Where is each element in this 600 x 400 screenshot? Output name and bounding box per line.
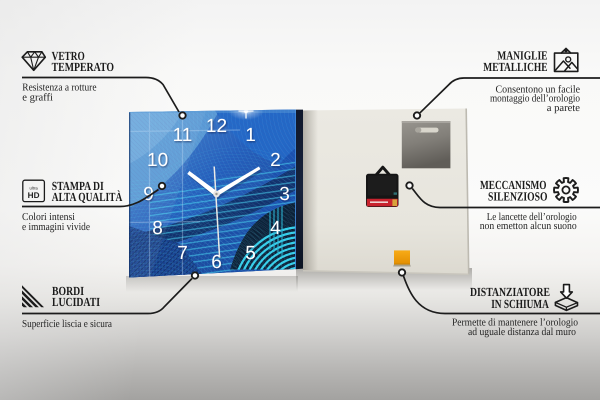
svg-text:VETRO: VETRO	[52, 49, 85, 63]
svg-text:STAMPA DI: STAMPA DI	[52, 179, 104, 193]
svg-text:Colori intensi: Colori intensi	[22, 212, 75, 223]
svg-text:DISTANZIATORE: DISTANZIATORE	[470, 285, 550, 299]
svg-text:TEMPERATO: TEMPERATO	[52, 60, 115, 74]
svg-text:3: 3	[279, 184, 290, 205]
svg-text:Permette di mantenere l’orolog: Permette di mantenere l’orologio	[452, 318, 578, 329]
svg-text:a parete: a parete	[547, 103, 581, 114]
svg-text:SILENZIOSO: SILENZIOSO	[488, 190, 548, 204]
svg-text:e immagini vivide: e immagini vivide	[22, 222, 90, 233]
svg-text:MANIGLIE: MANIGLIE	[497, 49, 547, 63]
svg-text:Consentono un facile: Consentono un facile	[496, 84, 581, 95]
svg-text:montaggio dell’orologio: montaggio dell’orologio	[490, 94, 580, 105]
svg-text:9: 9	[143, 184, 154, 205]
svg-text:Resistenza a rotture: Resistenza a rotture	[22, 82, 96, 93]
svg-text:METALLICHE: METALLICHE	[483, 60, 547, 74]
svg-text:MECCANISMO: MECCANISMO	[480, 178, 547, 192]
svg-text:6: 6	[211, 252, 222, 273]
svg-text:Le lancette dell’orologio: Le lancette dell’orologio	[487, 212, 577, 223]
svg-text:7: 7	[177, 243, 188, 264]
svg-text:ad uguale distanza dal muro: ad uguale distanza dal muro	[468, 327, 576, 338]
svg-text:LUCIDATI: LUCIDATI	[52, 295, 100, 309]
svg-text:12: 12	[206, 116, 227, 137]
svg-text:Superficie liscia e sicura: Superficie liscia e sicura	[22, 319, 112, 330]
svg-text:1: 1	[245, 125, 256, 146]
svg-text:HD: HD	[28, 191, 40, 200]
svg-text:ALTA QUALITÀ: ALTA QUALITÀ	[52, 190, 123, 204]
svg-text:2: 2	[270, 150, 281, 171]
svg-text:10: 10	[147, 150, 168, 171]
svg-text:IN SCHIUMA: IN SCHIUMA	[491, 297, 549, 311]
svg-text:11: 11	[173, 125, 193, 146]
svg-text:BORDI: BORDI	[52, 284, 84, 298]
svg-text:non emetton alcun suono: non emetton alcun suono	[480, 221, 577, 232]
svg-text:4: 4	[270, 218, 281, 239]
svg-text:5: 5	[245, 243, 256, 264]
svg-text:ultra: ultra	[30, 186, 39, 191]
svg-text:e graffi: e graffi	[22, 93, 53, 104]
svg-text:8: 8	[152, 218, 163, 239]
